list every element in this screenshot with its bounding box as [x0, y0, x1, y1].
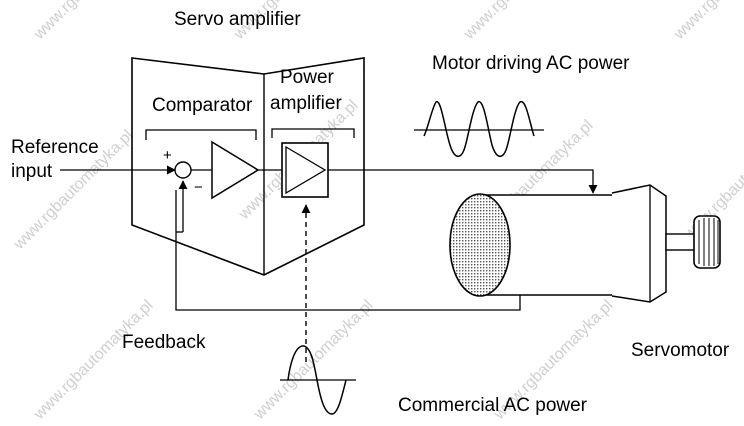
power-amplifier-bracket [271, 128, 355, 138]
minus-sign: − [194, 179, 203, 196]
watermark-text: www.rgbautomatyka.pl [30, 0, 157, 44]
reference-input-label-line1: Reference [11, 137, 99, 158]
servo-amplifier-label: Servo amplifier [174, 9, 301, 30]
motor-power-line [328, 169, 598, 194]
motor-driving-ac-power-label: Motor driving AC power [432, 53, 630, 74]
servomotor [449, 184, 721, 303]
commercial-ac-waveform [280, 345, 356, 415]
power-amplifier-label-line1: Power [280, 67, 335, 88]
motor-ac-waveform [414, 101, 544, 157]
motor-end-face [449, 193, 511, 297]
servomotor-label: Servomotor [631, 340, 730, 361]
watermark-text: www.rgbautomatyka.pl [670, 0, 744, 44]
comparator-bracket [145, 129, 257, 140]
power-amplifier-label-line2: amplifier [270, 93, 342, 114]
motor-shaft [665, 233, 697, 251]
motor-knob [693, 215, 721, 269]
feedback-label: Feedback [122, 332, 206, 353]
comparator-triangle [211, 140, 260, 200]
feedback-line [175, 190, 521, 311]
watermark-text: www.rgbautomatyka.pl [30, 297, 157, 424]
reference-input-label-line2: input [11, 161, 53, 182]
summing-junction [174, 161, 192, 179]
power-amplifier-box [281, 142, 329, 198]
comparator-label: Comparator [152, 95, 253, 116]
motor-flange [611, 184, 667, 303]
power-amplifier-triangle [285, 145, 327, 195]
plus-sign: + [163, 147, 172, 164]
commercial-ac-power-label: Commercial AC power [398, 395, 588, 416]
watermark-text: www.rgbautomatyka.pl [460, 0, 587, 44]
